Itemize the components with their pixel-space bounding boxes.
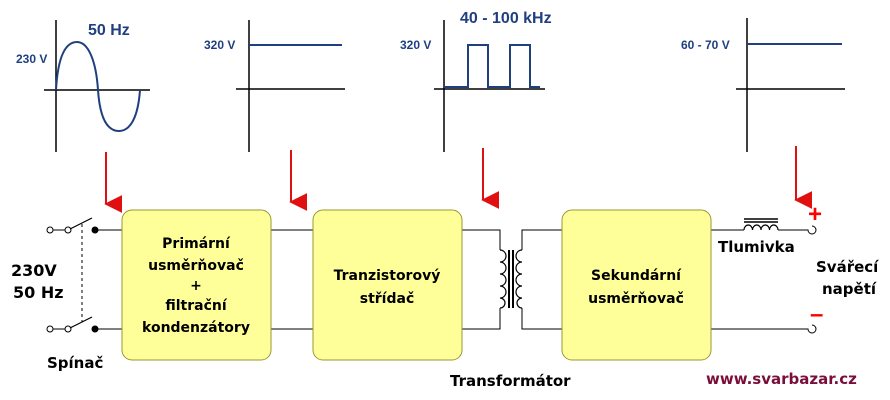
- block-secondary-line-1: Sekundární: [591, 268, 682, 284]
- switch-contact-bottom-right: [91, 325, 99, 333]
- wire-transformer-to-secondary-bottom: [521, 308, 562, 330]
- choke-coil: [743, 224, 779, 231]
- polarity-plus: +: [808, 201, 822, 228]
- transformer-label: Transformátor: [450, 372, 571, 390]
- block-primary-line-1: Primární: [162, 236, 231, 252]
- input-terminal-bottom: [46, 325, 54, 333]
- block-primary-rectifier-box: [121, 209, 272, 361]
- switch-blade-bottom: [69, 316, 93, 329]
- waveform-2-amplitude-label: 320 V: [204, 38, 235, 52]
- waveform-1-amplitude-label: 230 V: [16, 52, 47, 66]
- wire-transformer-to-secondary-top: [521, 229, 562, 250]
- output-terminal-positive: [804, 225, 817, 235]
- block-inverter-box: [312, 209, 463, 361]
- switch-label: Spínač: [47, 354, 103, 372]
- block-primary-line-5: kondenzátory: [142, 320, 250, 336]
- block-inverter-line-1: Tranzistorový: [334, 268, 441, 284]
- choke-label: Tlumivka: [718, 238, 795, 256]
- block-transistor-inverter: Tranzistorový střídač: [312, 209, 463, 361]
- waveform-square-pulses: 320 V 40 - 100 kHz: [400, 10, 552, 152]
- output-label-line-2: napětí: [822, 280, 877, 298]
- waveform-3-frequency-label: 40 - 100 kHz: [460, 10, 552, 27]
- block-primary-line-3: +: [190, 278, 202, 294]
- block-primary-line-2: usměrňovač: [148, 258, 244, 274]
- waveform-3-pulse-train: [444, 44, 540, 88]
- output-label-line-1: Svářecí: [816, 258, 879, 276]
- waveform-4-amplitude-label: 60 - 70 V: [681, 38, 730, 52]
- wire-inverter-to-transformer-top: [462, 229, 501, 250]
- website-label: www.svarbazar.cz: [706, 370, 857, 388]
- polarity-minus: –: [810, 301, 823, 328]
- block-secondary-line-2: usměrňovač: [588, 291, 684, 307]
- input-voltage-label: 230V: [11, 261, 57, 280]
- transformer-secondary-coil: [515, 249, 523, 309]
- input-frequency-label: 50 Hz: [13, 283, 64, 302]
- signal-arrows: [104, 146, 813, 213]
- switch-contact-top-right: [91, 226, 99, 234]
- choke-inductor: [743, 218, 779, 231]
- wiring: [46, 217, 817, 334]
- block-secondary-box: [561, 209, 712, 361]
- transformer-primary-coil: [499, 249, 507, 309]
- output-terminal-negative: [804, 324, 817, 334]
- transformer: [499, 249, 523, 309]
- waveform-dc-320: 320 V: [204, 20, 345, 152]
- switch-blade-top: [69, 217, 93, 230]
- block-primary-line-4: filtrační: [165, 298, 227, 314]
- block-primary-rectifier: Primární usměrňovač + filtrační kondenzá…: [121, 209, 272, 361]
- waveform-1-sine-curve: [55, 40, 141, 133]
- block-secondary-rectifier: Sekundární usměrňovač: [561, 209, 712, 361]
- waveform-3-amplitude-label: 320 V: [400, 38, 431, 52]
- waveform-dc-output: 60 - 70 V: [681, 18, 845, 152]
- wire-inverter-to-transformer-bottom: [462, 308, 501, 330]
- input-terminal-top: [46, 226, 54, 234]
- switch-contact-top-left: [64, 226, 72, 234]
- block-inverter-line-2: střídač: [360, 291, 415, 307]
- waveform-1-frequency-label: 50 Hz: [88, 22, 130, 39]
- waveform-sine-input: 230 V 50 Hz: [16, 20, 150, 152]
- switch-contact-bottom-left: [64, 325, 72, 333]
